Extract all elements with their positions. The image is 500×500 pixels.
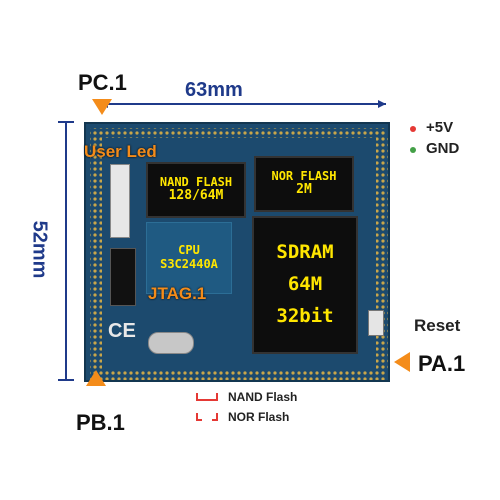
nor-jumper-icon	[196, 413, 218, 421]
cpu-line1: CPU	[178, 243, 200, 258]
crystal-oscillator	[148, 332, 194, 354]
sdram-line2: 64M	[287, 273, 323, 296]
jtag-header	[110, 248, 136, 306]
cpu-chip: CPU S3C2440A	[146, 222, 232, 294]
nand-chip-line2: 128/64M	[168, 188, 224, 204]
pa1-label: PA.1	[418, 351, 466, 376]
pb1-label: PB.1	[76, 410, 125, 435]
power-plus-dot	[410, 126, 416, 132]
user-led-array	[110, 164, 130, 238]
nor-chip-line1: NOR FLASH	[271, 168, 337, 183]
ce-mark: CE	[108, 320, 136, 342]
pc1-marker-icon	[92, 99, 112, 115]
cpu-line2: S3C2440A	[160, 257, 218, 271]
height-dimension-label: 52mm	[28, 220, 51, 279]
power-plus-label: +5V	[426, 119, 454, 136]
sdram-line3: 32bit	[276, 304, 334, 327]
reset-label: Reset	[414, 316, 461, 335]
power-gnd-label: GND	[426, 140, 460, 157]
nor-jumper-label: NOR Flash	[228, 410, 290, 424]
nand-chip-line1: NAND FLASH	[159, 174, 233, 189]
nand-jumper-label: NAND Flash	[228, 390, 298, 404]
pb1-marker-icon	[86, 370, 106, 386]
pa1-marker-icon	[394, 352, 410, 372]
sdram-line1: SDRAM	[276, 241, 334, 264]
jtag1-label: JTAG.1	[148, 284, 207, 303]
nand-jumper-icon	[196, 393, 218, 401]
sdram-chip: SDRAM 64M 32bit	[252, 216, 358, 354]
user-led-label: User Led	[84, 142, 157, 161]
width-dimension-label: 63mm	[185, 79, 243, 101]
nor-flash-chip: NOR FLASH 2M	[254, 156, 354, 212]
nand-flash-chip: NAND FLASH 128/64M	[146, 162, 246, 218]
pc1-label: PC.1	[78, 70, 127, 95]
pcb-board: NAND FLASH 128/64M NOR FLASH 2M CPU S3C2…	[84, 122, 390, 382]
nor-chip-line2: 2M	[296, 182, 312, 198]
reset-button-component	[368, 310, 384, 336]
power-gnd-dot	[410, 147, 416, 153]
